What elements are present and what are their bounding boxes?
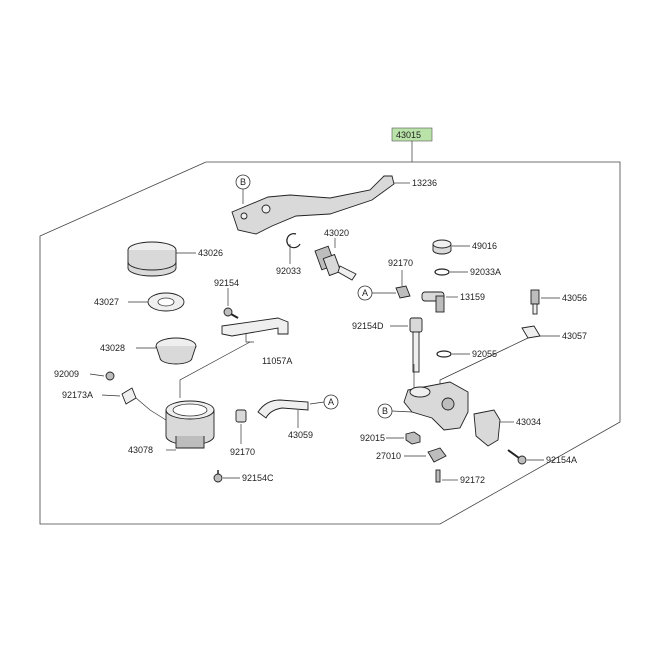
label-92154a: 92154A — [546, 455, 577, 465]
bleeder-cap — [521, 325, 541, 339]
label-11057a: 11057A — [262, 356, 292, 366]
reservoir-cap — [127, 241, 177, 277]
diaphragm — [155, 337, 197, 365]
label-43034: 43034 — [516, 417, 541, 427]
label-92015: 92015 — [360, 433, 385, 443]
elbow-fitting — [421, 291, 445, 313]
label-27010: 27010 — [376, 451, 401, 461]
label-92170-left: 92170 — [230, 447, 255, 457]
bolt-92154a — [507, 449, 527, 465]
reservoir-bracket — [221, 317, 289, 337]
diagram-frame — [39, 161, 621, 525]
svg-text:A: A — [328, 397, 334, 407]
label-43027: 43027 — [94, 297, 119, 307]
dust-cap — [432, 239, 452, 255]
diaphragm-plate — [147, 292, 185, 312]
hose-clip-right — [395, 285, 411, 299]
label-92154d: 92154D — [352, 321, 384, 331]
label-43028: 43028 — [100, 343, 125, 353]
svg-text:B: B — [240, 177, 246, 187]
assembly-number: 43015 — [396, 130, 421, 140]
nut-92015 — [405, 431, 421, 445]
brake-switch — [427, 447, 447, 463]
label-43057: 43057 — [562, 331, 587, 341]
label-92009: 92009 — [54, 369, 79, 379]
reservoir-body — [165, 400, 215, 449]
screw-92172 — [435, 469, 441, 483]
screw-92154c — [213, 470, 223, 483]
reservoir-hose — [257, 399, 309, 419]
label-92055: 92055 — [472, 349, 497, 359]
label-13159: 13159 — [460, 292, 485, 302]
label-43020: 43020 — [324, 228, 349, 238]
oring-92055 — [436, 350, 452, 358]
label-92173a: 92173A — [62, 390, 93, 400]
hose-clip-left — [235, 409, 247, 423]
screw-92009 — [105, 371, 115, 381]
clamp-holder — [473, 409, 501, 447]
master-cylinder-body — [403, 381, 469, 431]
label-92033: 92033 — [276, 266, 301, 276]
callout-a-hose — [323, 394, 339, 410]
ring-92033a — [434, 268, 450, 276]
clamp-92173a — [121, 387, 137, 405]
bolt-92154d — [409, 317, 423, 373]
piston-kit — [314, 245, 357, 281]
label-43059: 43059 — [288, 430, 313, 440]
bolt-92154 — [223, 307, 239, 319]
bleeder-valve — [530, 289, 540, 315]
label-92033a: 92033A — [470, 267, 501, 277]
label-92154: 92154 — [214, 278, 239, 288]
brake-lever — [231, 175, 395, 235]
label-49016: 49016 — [472, 241, 497, 251]
label-43056: 43056 — [562, 293, 587, 303]
circlip — [286, 233, 301, 249]
label-43078: 43078 — [128, 445, 153, 455]
callout-a-fitting — [357, 285, 373, 301]
label-92170-right: 92170 — [388, 258, 413, 268]
svg-text:A: A — [362, 288, 368, 298]
label-13236: 13236 — [412, 178, 437, 188]
label-92154c: 92154C — [242, 473, 274, 483]
label-43026: 43026 — [198, 248, 223, 258]
label-92172: 92172 — [460, 475, 485, 485]
svg-text:B: B — [382, 406, 388, 416]
